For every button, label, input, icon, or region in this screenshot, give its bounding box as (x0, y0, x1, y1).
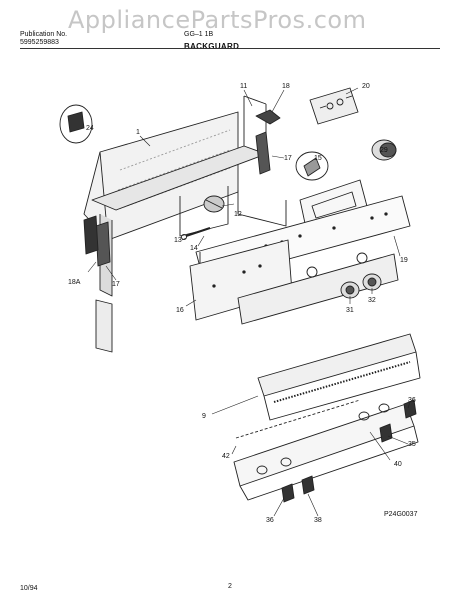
part-label: 15 (314, 155, 322, 162)
part-label: 20 (362, 83, 370, 90)
part-label: 29 (380, 147, 388, 154)
part-label: 11 (240, 83, 247, 90)
clock-module-part (309, 87, 359, 125)
watermark: AppliancePartsPros.com (68, 6, 367, 34)
publication-number: 5995259883 (20, 39, 59, 46)
part-label: 17 (284, 155, 292, 162)
section-title: BACKGUARD (184, 42, 240, 51)
part-label: 19 (400, 257, 408, 264)
part-label: 24 (86, 125, 94, 132)
part-label: 40 (394, 461, 402, 468)
part-label: 16 (176, 307, 184, 314)
leader-lines (87, 87, 411, 517)
clip-part (295, 151, 329, 181)
page-number: 2 (228, 583, 232, 590)
bolt-part (181, 227, 211, 240)
part-label: 12 (234, 211, 242, 218)
part-label: 36 (266, 517, 274, 524)
mounting-clip-part (281, 399, 417, 503)
part-label: 14 (190, 245, 198, 252)
bottom-panel-part (233, 399, 419, 501)
part-label: 31 (346, 307, 354, 314)
model-number: GG‒1 1B (184, 31, 214, 38)
part-label: 9 (202, 413, 206, 420)
vent-trim-part (257, 333, 421, 421)
part-label: 17 (112, 281, 120, 288)
control-knob-part (306, 252, 382, 299)
part-label: 1 (136, 129, 140, 136)
knob-part (371, 139, 397, 161)
footer-date: 10/94 (20, 585, 38, 592)
part-label: 18A (68, 279, 81, 286)
part-label: 36 (408, 397, 416, 404)
header-rule (20, 48, 440, 49)
end-cap-part (83, 109, 281, 267)
part-label: 38 (314, 517, 322, 524)
publication-label: Publication No. (20, 31, 68, 38)
switch-part (59, 104, 93, 144)
part-label: 42 (222, 453, 230, 460)
motor-part (203, 195, 225, 213)
part-label: 18 (282, 83, 290, 90)
diagram-code: P24G0037 (384, 511, 418, 518)
part-label: 32 (368, 297, 376, 304)
lower-panel-part (189, 239, 399, 325)
part-label: 13 (174, 237, 182, 244)
part-label: 35 (408, 441, 416, 448)
